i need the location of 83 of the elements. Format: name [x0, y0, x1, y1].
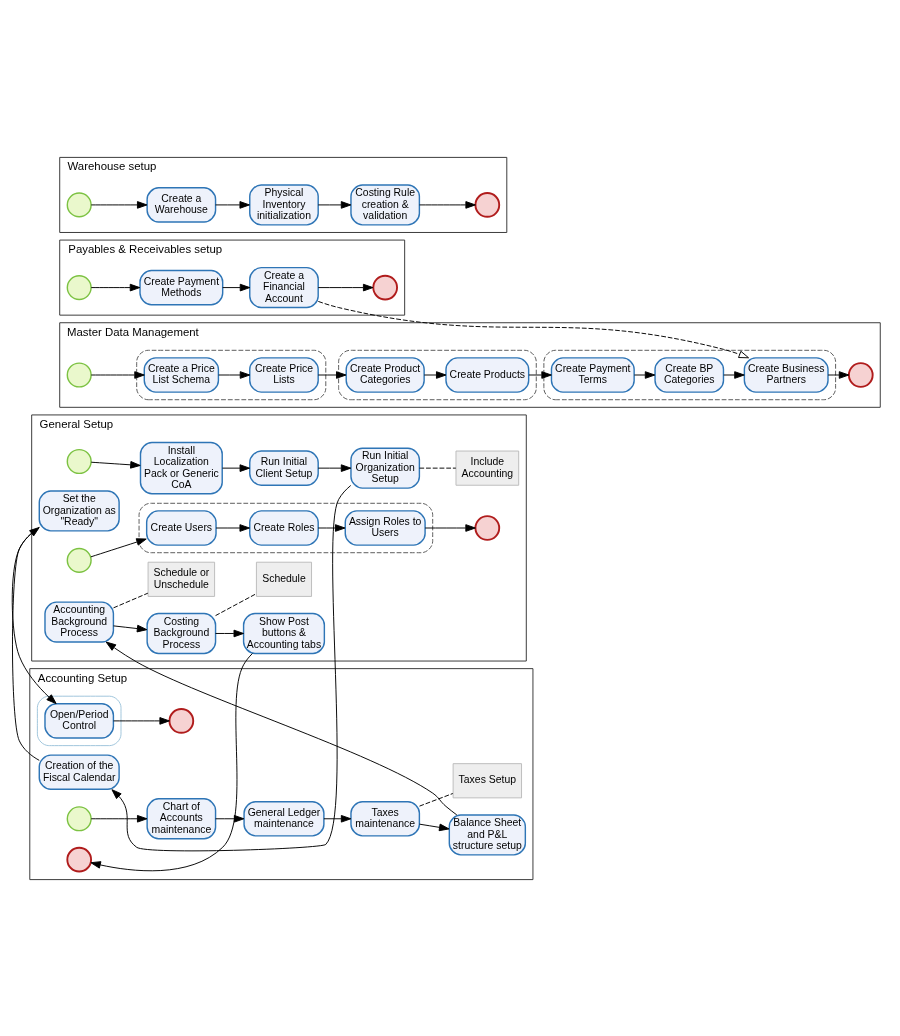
arrow: [215, 523, 250, 532]
arrow: [323, 814, 352, 823]
node-box: Schedule: [255, 561, 312, 597]
arrow: [90, 814, 148, 823]
arrow: [528, 370, 552, 379]
arrow: [215, 814, 245, 823]
connector: [113, 592, 149, 608]
node-circle: [66, 361, 92, 388]
arrow: [317, 370, 347, 379]
node-box: Chart of Accounts maintenance: [146, 797, 217, 839]
node-circle: [847, 361, 874, 388]
arrow: [90, 200, 148, 209]
arrow: [215, 629, 244, 637]
node-box: Schedule or Unschedule: [147, 561, 216, 597]
connector: [215, 592, 257, 616]
node-circle: [66, 846, 92, 872]
node-box: Taxes Setup: [452, 762, 522, 798]
arrow: [317, 523, 346, 532]
cluster: [138, 502, 434, 553]
node-box: Physical Inventory initialization: [249, 183, 319, 226]
arrow: [215, 200, 250, 209]
node-box: Create Products: [445, 356, 530, 393]
arrow: [90, 652, 253, 871]
node-box: Create Payment Methods: [139, 269, 224, 305]
arrow: [827, 370, 850, 379]
node-box: Create BP Categories: [654, 356, 725, 393]
node-box: Create Roles: [249, 509, 319, 546]
arrow: [90, 537, 147, 557]
node-circle: [66, 448, 92, 474]
node-box: Run Initial Client Setup: [249, 449, 319, 486]
arrow: [113, 716, 170, 725]
arrow: [90, 460, 141, 469]
arrow: [218, 370, 251, 379]
node-box: Show Post buttons & Accounting tabs: [242, 612, 326, 654]
node-box: Create a Financial Account: [249, 266, 319, 308]
arrow: [111, 484, 352, 851]
node-box: Assign Roles to Users: [344, 509, 426, 546]
node-box: Create a Price List Schema: [143, 356, 220, 393]
arrow: [419, 200, 476, 209]
node-box: Open/Period Control: [44, 702, 115, 739]
node-box: Install Localization Pack or Generic CoA: [139, 441, 223, 494]
arrow: [221, 463, 250, 472]
arrow: [317, 283, 374, 291]
node-circle: [66, 191, 92, 217]
arrow: [419, 823, 450, 831]
node-circle: [66, 805, 92, 831]
node-box: Create Price Lists: [249, 356, 319, 393]
node-circle: [474, 514, 501, 541]
node-box: Set the Organization as "Ready": [38, 489, 120, 532]
node-box: General Ledger maintenance: [243, 800, 325, 837]
arrow: [317, 200, 352, 209]
node-box: Create Product Categories: [345, 356, 425, 393]
arrow: [633, 370, 656, 379]
node-box: Create a Warehouse: [146, 186, 217, 223]
arrow: [90, 283, 141, 291]
node-box: Creation of the Fiscal Calendar: [38, 753, 120, 790]
node-box: Costing Background Process: [146, 612, 217, 654]
node-box: Create Business Partners: [743, 356, 829, 393]
arrow: [90, 370, 145, 379]
node-circle: [168, 707, 195, 734]
node-box: Balance Sheet and P&L structure setup: [448, 813, 527, 856]
arrow: [12, 526, 40, 761]
arrow: [317, 463, 352, 472]
arrow: [222, 283, 251, 291]
arrow: [317, 300, 750, 358]
node-box: Run Initial Organization Setup: [350, 446, 421, 489]
connector: [419, 792, 454, 807]
node-circle: [474, 191, 501, 218]
node-box: Include Accounting: [455, 450, 520, 486]
node-box: Accounting Background Process: [44, 600, 115, 643]
node-circle: [372, 274, 398, 300]
node-circle: [66, 547, 92, 573]
node-box: Create Users: [145, 509, 217, 546]
arrow: [424, 523, 476, 532]
arrow: [113, 624, 148, 632]
node-circle: [66, 274, 92, 300]
node-box: Create Payment Terms: [550, 356, 635, 393]
arrow: [723, 370, 745, 379]
arrow: [11, 526, 57, 704]
arrow: [105, 641, 458, 815]
node-box: Costing Rule creation & validation: [350, 183, 421, 226]
node-box: Taxes maintenance: [350, 800, 421, 837]
arrow: [423, 370, 447, 379]
